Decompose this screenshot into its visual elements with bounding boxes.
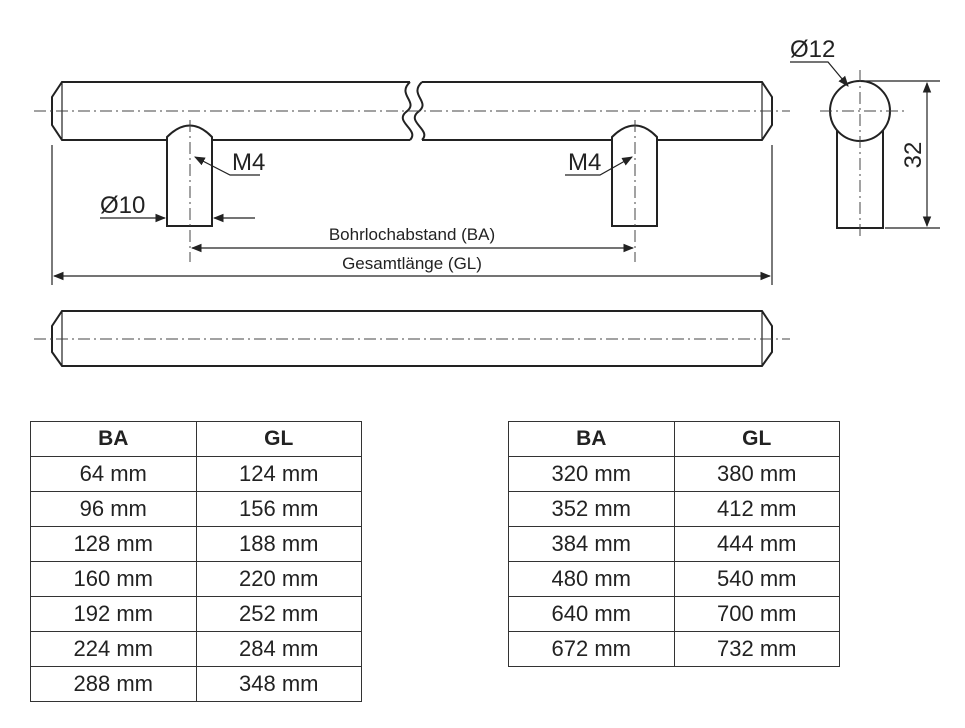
cell-gl: 540 mm	[673, 561, 840, 597]
cell-gl: 700 mm	[673, 596, 840, 632]
technical-drawing: M4 M4 Ø10 Bohrlochabstand (BA) Gesamtlän…	[34, 36, 940, 367]
total-length-label: Gesamtlänge (GL)	[342, 254, 482, 273]
hole-distance-label: Bohrlochabstand (BA)	[329, 225, 495, 244]
header-ba: BA	[30, 421, 197, 457]
height-dimension	[862, 80, 940, 229]
cell-gl: 732 mm	[673, 631, 840, 667]
cell-ba: 480 mm	[508, 561, 675, 597]
cell-ba: 288 mm	[30, 666, 197, 702]
cell-ba: 384 mm	[508, 526, 675, 562]
cell-gl: 284 mm	[195, 631, 362, 667]
height-label: 32	[900, 142, 927, 169]
cell-gl: 124 mm	[195, 456, 362, 492]
cell-gl: 380 mm	[673, 456, 840, 492]
table-header-row: BA GL	[30, 421, 362, 457]
bar-diameter-callout	[790, 61, 849, 87]
cell-ba: 224 mm	[30, 631, 197, 667]
cell-ba: 96 mm	[30, 491, 197, 527]
cell-ba: 64 mm	[30, 456, 197, 492]
cell-gl: 220 mm	[195, 561, 362, 597]
thread-label-right: M4	[568, 149, 601, 176]
cell-gl: 412 mm	[673, 491, 840, 527]
cell-ba: 640 mm	[508, 596, 675, 632]
bar-diameter-label: Ø12	[790, 36, 835, 63]
cell-gl: 444 mm	[673, 526, 840, 562]
break-line-right	[413, 81, 426, 141]
header-gl: GL	[673, 421, 840, 457]
centre-lines	[34, 110, 790, 262]
post-diameter-label: Ø10	[100, 192, 145, 219]
cell-ba: 192 mm	[30, 596, 197, 632]
table-header-row: BA GL	[508, 421, 840, 457]
total-length-dimension	[51, 145, 773, 285]
side-view-handle	[51, 81, 773, 227]
cell-ba: 160 mm	[30, 561, 197, 597]
cell-ba: 352 mm	[508, 491, 675, 527]
bar-right-segment	[422, 81, 773, 141]
header-ba: BA	[508, 421, 675, 457]
cell-ba: 128 mm	[30, 526, 197, 562]
cell-ba: 320 mm	[508, 456, 675, 492]
cell-ba: 672 mm	[508, 631, 675, 667]
cell-gl: 156 mm	[195, 491, 362, 527]
cell-gl: 252 mm	[195, 596, 362, 632]
header-gl: GL	[195, 421, 362, 457]
cell-gl: 348 mm	[195, 666, 362, 702]
cell-gl: 188 mm	[195, 526, 362, 562]
break-line-left	[401, 81, 414, 141]
thread-callouts	[194, 156, 633, 176]
end-view-centre-lines	[820, 70, 905, 240]
thread-label-left: M4	[232, 149, 265, 176]
